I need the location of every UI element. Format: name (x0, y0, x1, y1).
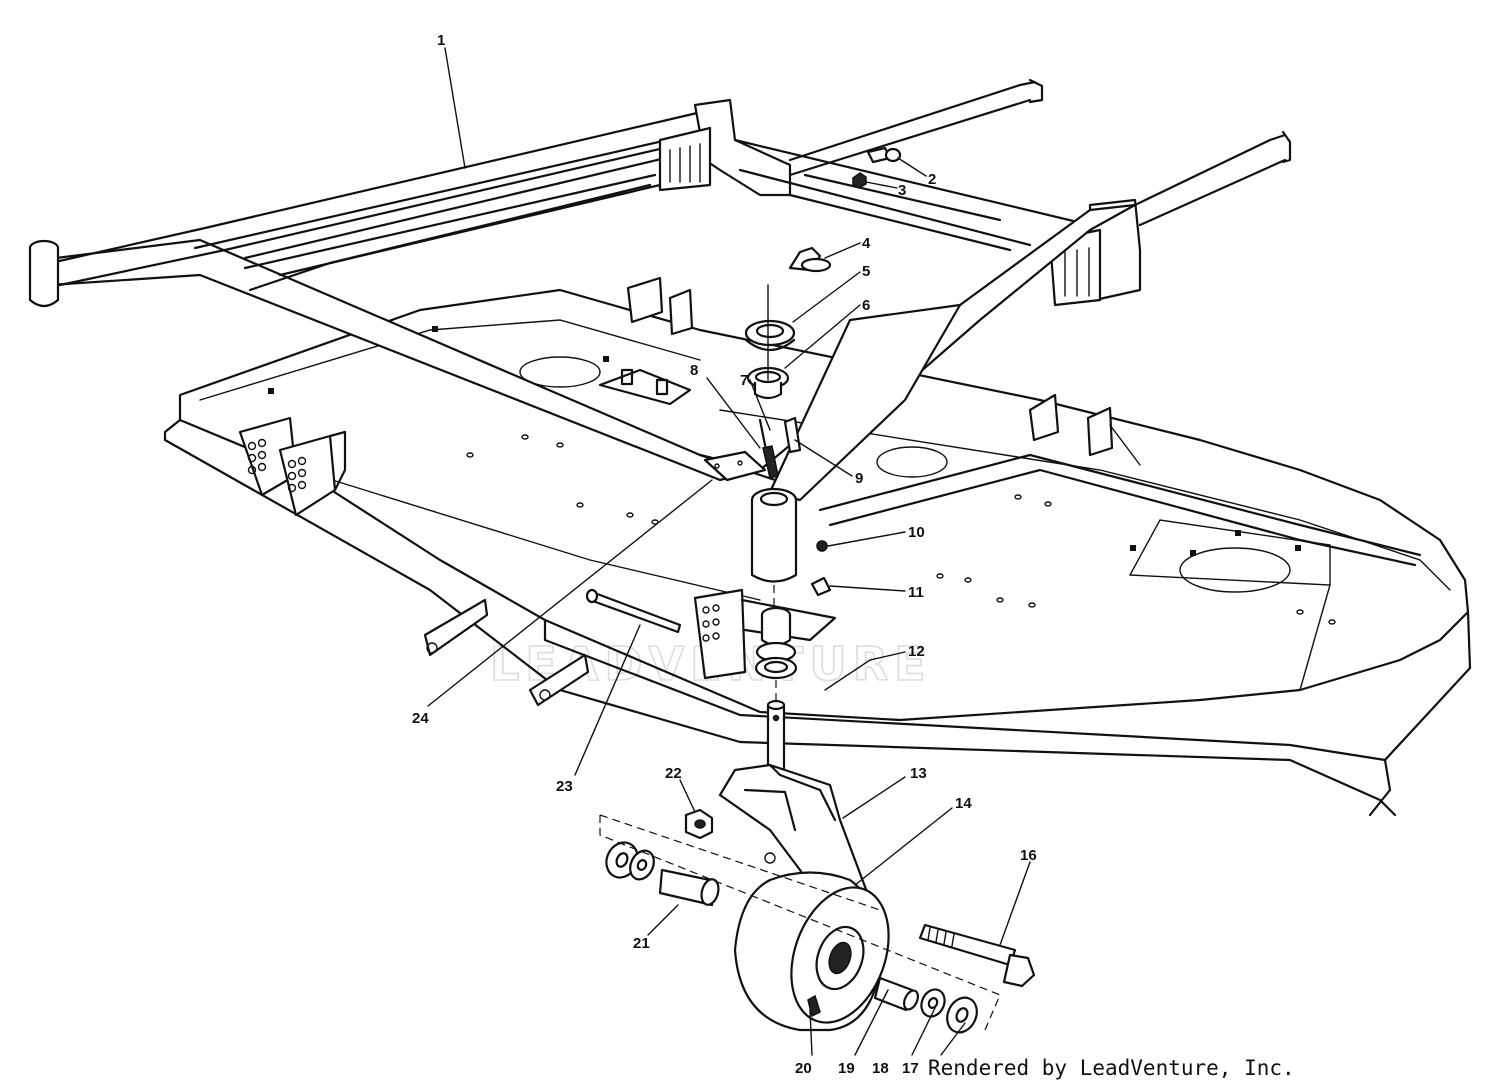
callout-1: 1 (437, 32, 445, 49)
callout-20: 20 (795, 1060, 812, 1077)
callout-14: 14 (955, 795, 972, 812)
caster-wheel (733, 871, 890, 1032)
render-credit: Rendered by LeadVenture, Inc. (928, 1056, 1295, 1080)
callout-12: 12 (908, 643, 925, 660)
part-3-nut (852, 172, 867, 189)
callout-17: 17 (902, 1060, 919, 1077)
part-16-axle-bolt (918, 923, 1036, 988)
caster-pivot-tube (750, 487, 798, 583)
part-4-lynch-pin (788, 246, 832, 273)
callout-16: 16 (1020, 847, 1037, 864)
callout-7: 7 (740, 372, 748, 389)
part-11-bolt (810, 576, 832, 597)
leader-lines (427, 47, 1031, 1056)
part-5-washer (744, 319, 796, 352)
part-21-spacer-and-washers (605, 841, 720, 907)
callout-10: 10 (908, 524, 925, 541)
callout-6: 6 (862, 297, 870, 314)
callout-11: 11 (908, 584, 924, 601)
mower-frame (28, 78, 1292, 502)
callout-4: 4 (862, 235, 871, 252)
callout-21: 21 (633, 935, 650, 952)
callout-18: 18 (872, 1060, 889, 1077)
mower-deck (163, 276, 1472, 817)
part-19-spacer (873, 976, 919, 1012)
callout-9: 9 (855, 470, 863, 487)
callout-8: 8 (690, 362, 698, 379)
callout-24: 24 (412, 710, 429, 727)
part-2-bushing (866, 146, 902, 164)
callout-19: 19 (838, 1060, 855, 1077)
callout-13: 13 (910, 765, 927, 782)
callout-labels: 1 2 3 4 5 6 7 8 9 10 11 12 13 14 16 17 1… (412, 32, 1037, 1077)
callout-3: 3 (898, 182, 906, 199)
callout-2: 2 (928, 171, 936, 188)
part-10-grease-fitting (816, 540, 828, 552)
callout-23: 23 (556, 778, 573, 795)
part-7-8-9-pin-and-clip (758, 416, 802, 479)
part-17-18-washers (920, 988, 978, 1034)
callout-5: 5 (862, 263, 870, 280)
callout-22: 22 (665, 765, 682, 782)
part-23-pin (585, 588, 682, 634)
part-22-locknut (684, 808, 714, 840)
